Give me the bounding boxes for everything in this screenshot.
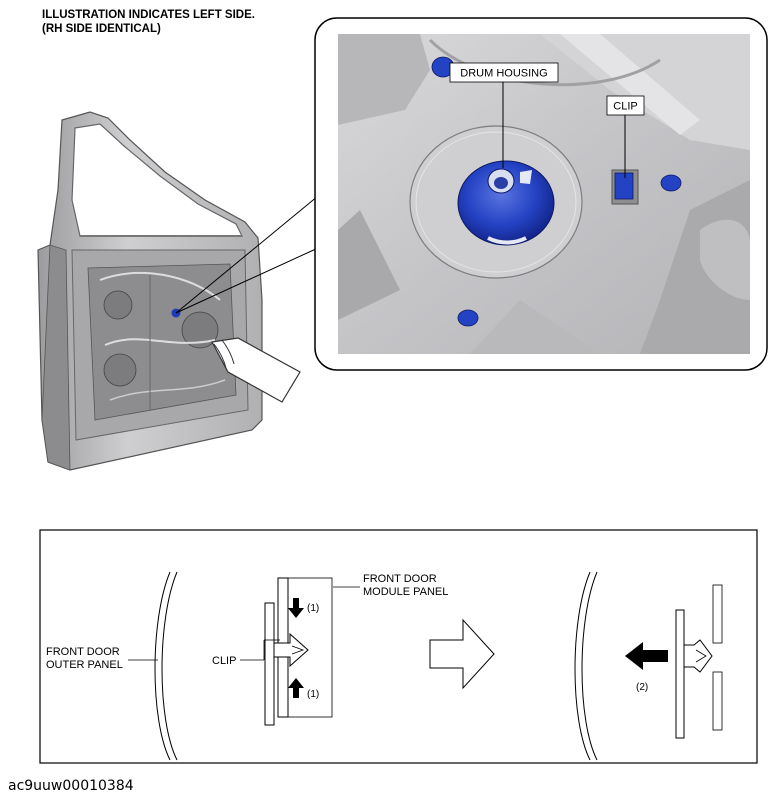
callout-clip-label: CLIP xyxy=(613,101,637,113)
step1-bottom-label: (1) xyxy=(307,689,319,700)
module-panel-left xyxy=(264,602,275,726)
arrow-up-icon xyxy=(288,678,304,698)
module-panel-label-1: FRONT DOOR xyxy=(363,573,437,585)
callout-connector-upper xyxy=(175,195,319,314)
note-line-1: ILLUSTRATION INDICATES LEFT SIDE. xyxy=(42,9,255,21)
clip-removal-procedure: FRONT DOOR OUTER PANEL CLIP (1) (1) FRON… xyxy=(39,529,758,764)
illustration-note: ILLUSTRATION INDICATES LEFT SIDE. (RH SI… xyxy=(42,8,255,36)
outer-panel-curve-right xyxy=(574,571,591,761)
outer-panel-curve-left xyxy=(154,571,171,761)
clip-label-box xyxy=(606,95,645,116)
module-panel-label-2: MODULE PANEL xyxy=(363,586,448,598)
note-line-2: (RH SIDE IDENTICAL) xyxy=(42,23,161,35)
drum-housing xyxy=(457,160,555,246)
drum-housing-label: DRUM HOUSING xyxy=(460,68,547,80)
drum-housing-label-box xyxy=(449,62,559,83)
module-panel-right xyxy=(675,609,685,739)
step2-label: (2) xyxy=(636,682,648,693)
figure-id: ac9uuw00010384 xyxy=(8,778,134,794)
outer-panel-label-2: OUTER PANEL xyxy=(46,659,123,671)
arrow-left-icon xyxy=(625,642,668,670)
step1-top-label: (1) xyxy=(307,603,319,614)
detail-callout: DRUM HOUSING CLIP xyxy=(314,17,768,371)
procedure-clip-label: CLIP xyxy=(212,655,236,667)
clip-shape-left xyxy=(273,632,309,668)
outer-panel-label-1: FRONT DOOR xyxy=(46,646,120,658)
clip-shape-right xyxy=(683,639,713,673)
transition-arrow-icon xyxy=(429,618,495,690)
arrow-down-icon xyxy=(288,598,304,618)
front-door-illustration xyxy=(37,111,301,471)
callout-connector-lower xyxy=(175,247,319,314)
